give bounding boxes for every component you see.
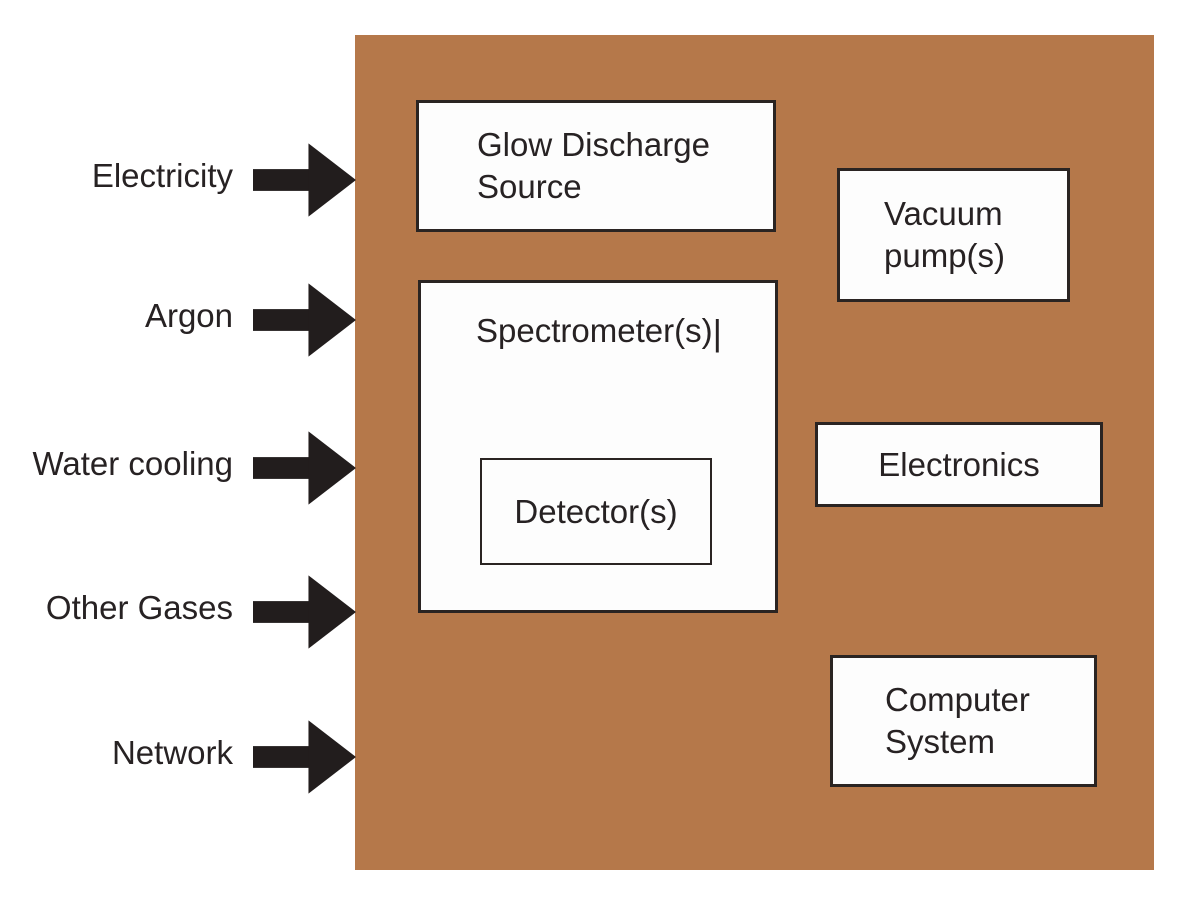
glow-discharge-source-box: Glow Discharge Source (416, 100, 776, 232)
other-gases-label: Other Gases (45, 589, 233, 626)
computer-system-label-line1: Computer (885, 681, 1030, 718)
water-cooling-label: Water cooling (32, 445, 233, 482)
input-row-water-cooling: Water cooling (0, 428, 356, 508)
right-arrow-icon (253, 575, 356, 649)
input-row-electricity: Electricity (0, 140, 356, 220)
text-cursor[interactable]: | (712, 312, 722, 353)
spectrometer-label[interactable]: Spectrometer(s) (476, 312, 713, 349)
vacuum-pump-box: Vacuum pump(s) (837, 168, 1070, 302)
instrument-enclosure: Glow Discharge Source Spectrometer(s)| D… (355, 35, 1154, 870)
vacuum-pump-label-line1: Vacuum (884, 195, 1003, 232)
detector-box: Detector(s) (480, 458, 712, 565)
right-arrow-icon (253, 720, 356, 794)
input-row-argon: Argon (0, 280, 356, 360)
computer-system-box: Computer System (830, 655, 1097, 787)
computer-system-label-line2: System (885, 723, 996, 760)
network-label: Network (111, 734, 233, 771)
input-row-network: Network (0, 717, 356, 797)
glow-discharge-source-label-line1: Glow Discharge (477, 126, 710, 163)
vacuum-pump-label-line2: pump(s) (884, 237, 1006, 274)
glow-discharge-source-label-line2: Source (477, 168, 582, 205)
electricity-label: Electricity (91, 157, 233, 194)
detector-label: Detector(s) (514, 492, 678, 530)
input-row-other-gases: Other Gases (0, 572, 356, 652)
electronics-box: Electronics (815, 422, 1103, 507)
argon-label: Argon (144, 297, 233, 334)
right-arrow-icon (253, 431, 356, 505)
electronics-label: Electronics (878, 445, 1040, 483)
right-arrow-icon (253, 283, 356, 357)
right-arrow-icon (253, 143, 356, 217)
